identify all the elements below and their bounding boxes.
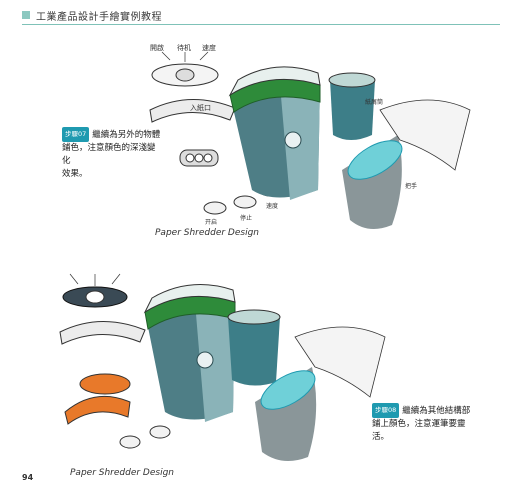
control-panel-bottom bbox=[62, 273, 128, 308]
step-08-line2: 鋪上顏色，注意運筆要靈 bbox=[372, 419, 466, 429]
step-08-badge: 步驟08 bbox=[372, 403, 400, 418]
paper-inlet-top: 入紙口 bbox=[149, 99, 236, 123]
shredder-body-top bbox=[228, 66, 321, 200]
cylinder-bottom bbox=[255, 326, 386, 461]
sketch-top: 開啟 待机 速度 入紙口 开启 停止 速度 bbox=[0, 40, 520, 270]
caption-bottom: Paper Shredder Design bbox=[70, 468, 174, 478]
orange-parts-bottom bbox=[64, 373, 171, 449]
label-paper-inlet: 入紙口 bbox=[190, 103, 211, 112]
shredder-body-bottom bbox=[143, 284, 236, 422]
step-08-line1: 繼續為其他結構部 bbox=[402, 406, 471, 416]
cylinder-top: 把手 bbox=[342, 99, 471, 229]
label-button-c: 速度 bbox=[266, 202, 278, 210]
sketch-top-drawing: 開啟 待机 速度 入紙口 开启 停止 速度 bbox=[149, 43, 471, 238]
label-speed: 速度 bbox=[202, 43, 216, 52]
buttons-top bbox=[179, 149, 219, 167]
label-power: 開啟 bbox=[150, 43, 164, 52]
step-07-line2: 鋪色，注意顏色的深淺變化 bbox=[62, 143, 156, 166]
paper-bin-bottom bbox=[227, 309, 281, 386]
control-panel-top: 開啟 待机 速度 bbox=[150, 43, 219, 87]
page-number: 94 bbox=[22, 473, 34, 482]
step-07-line1: 繼續為另外的物體 bbox=[92, 130, 161, 140]
step-07-badge: 步驟07 bbox=[62, 127, 90, 142]
label-handle: 把手 bbox=[405, 182, 417, 190]
label-standby: 待机 bbox=[177, 43, 191, 52]
header-marker bbox=[22, 11, 30, 19]
label-button-b: 停止 bbox=[240, 214, 252, 222]
header-rule bbox=[22, 24, 500, 25]
step-08-line3: 活。 bbox=[372, 432, 390, 442]
header-title: 工業產品設計手繪實例教程 bbox=[36, 11, 162, 23]
sketch-bottom: Paper Shredder Design bbox=[0, 262, 520, 492]
page-header: 工業產品設計手繪實例教程 bbox=[22, 8, 162, 23]
label-paper-bin: 紙屑筒 bbox=[365, 98, 383, 106]
label-button-a: 开启 bbox=[205, 218, 217, 226]
paper-inlet-bottom bbox=[59, 321, 146, 345]
sketch-bottom-drawing: Paper Shredder Design bbox=[59, 273, 386, 478]
step-07-line3: 效果。 bbox=[62, 169, 88, 179]
caption-top: Paper Shredder Design bbox=[155, 228, 259, 238]
paper-bin-top: 紙屑筒 bbox=[328, 72, 383, 140]
